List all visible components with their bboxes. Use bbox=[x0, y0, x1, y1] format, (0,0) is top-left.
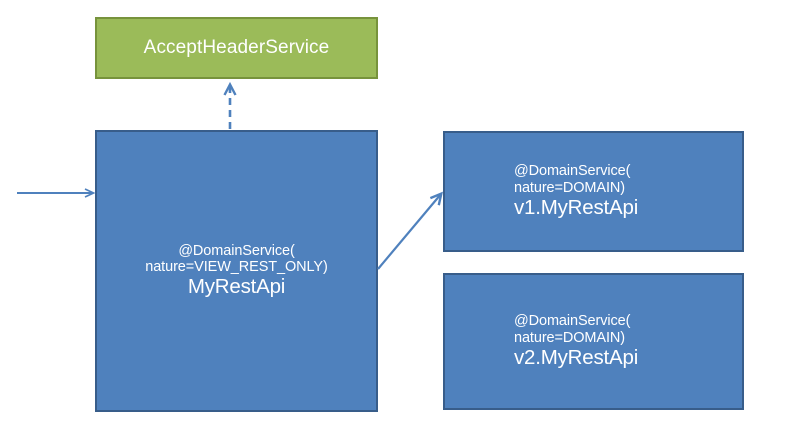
node-v2-my-rest-api-class-name: v2.MyRestApi bbox=[514, 345, 639, 369]
node-accept-header-service[interactable]: AcceptHeaderService bbox=[95, 17, 378, 79]
node-v1-my-rest-api-class-name: v1.MyRestApi bbox=[514, 195, 639, 219]
node-v1-my-rest-api-annotation-line1: @DomainService( bbox=[514, 163, 631, 180]
node-v2-my-rest-api-annotation-line2: nature=DOMAIN) bbox=[514, 329, 626, 346]
node-v1-my-rest-api-annotation-line2: nature=DOMAIN) bbox=[514, 179, 626, 196]
connector-delegates-to-v1 bbox=[377, 191, 443, 270]
node-my-rest-api-class-name: MyRestApi bbox=[187, 275, 286, 299]
node-my-rest-api-annotation-line1: @DomainService( bbox=[178, 242, 295, 259]
node-v2-my-rest-api-annotation-line1: @DomainService( bbox=[514, 313, 631, 330]
node-accept-header-service-title: AcceptHeaderService bbox=[143, 37, 330, 59]
node-my-rest-api-annotation-line2: nature=VIEW_REST_ONLY) bbox=[145, 259, 328, 276]
node-v2-my-rest-api[interactable]: @DomainService( nature=DOMAIN) v2.MyRest… bbox=[443, 273, 744, 410]
node-v1-my-rest-api[interactable]: @DomainService( nature=DOMAIN) v1.MyRest… bbox=[443, 131, 744, 252]
node-my-rest-api[interactable]: @DomainService( nature=VIEW_REST_ONLY) M… bbox=[95, 130, 378, 412]
